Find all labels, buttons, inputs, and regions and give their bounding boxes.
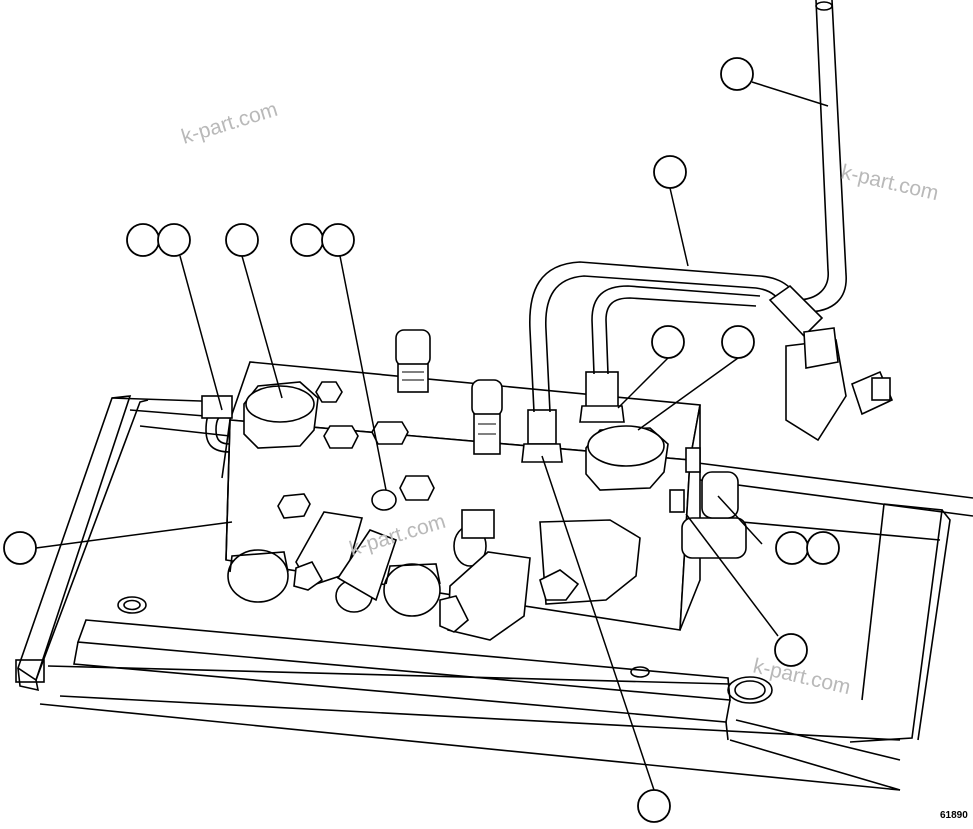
figure-number: 61890 [940, 810, 968, 821]
callout-circle [157, 223, 191, 257]
callout-circle [3, 531, 37, 565]
callout-circle [225, 223, 259, 257]
callout-circle [721, 325, 755, 359]
left-tube [201, 395, 233, 453]
callout-circle [290, 223, 324, 257]
watermark-text: k-part.com [179, 98, 281, 149]
callout-circle [774, 633, 808, 667]
callout-circle [720, 57, 754, 91]
callout-circle [653, 155, 687, 189]
callout-circle [321, 223, 355, 257]
front-fittings [227, 447, 747, 641]
hydraulic-tubes [529, 0, 894, 442]
callout-circle [637, 789, 671, 823]
callout-circle [775, 531, 809, 565]
callout-circle [651, 325, 685, 359]
callout-circle [126, 223, 160, 257]
watermark-text: k-part.com [839, 160, 941, 205]
leader-lines [35, 81, 829, 791]
callout-circle [806, 531, 840, 565]
callout-group [3, 57, 840, 823]
top-fittings [243, 329, 669, 491]
